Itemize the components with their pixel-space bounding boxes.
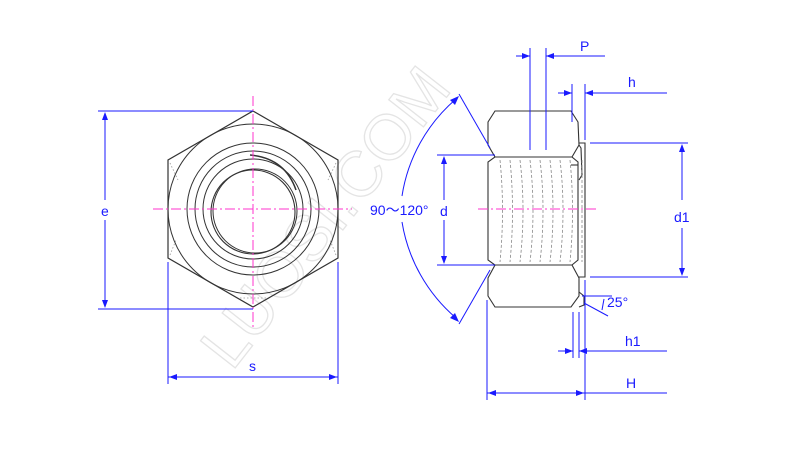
thread-start-mark [249, 154, 297, 191]
label-h: h [628, 74, 636, 90]
label-p: P [580, 38, 589, 54]
label-collar-angle: 25° [607, 294, 628, 310]
dimension-total-height [486, 280, 667, 400]
label-chamfer-angle: 90～120° [370, 202, 429, 218]
label-e: e [101, 203, 109, 219]
bottom-collar-lip [578, 291, 585, 308]
collar-lip [578, 144, 583, 181]
dimension-h1 [558, 312, 667, 358]
dimension-h [558, 84, 667, 140]
dimension-collar-angle [582, 295, 612, 317]
dimension-e [98, 110, 253, 310]
label-d: d [440, 203, 448, 219]
thread-hidden-lines [499, 159, 583, 263]
dimension-d1 [590, 142, 688, 278]
top-chamfer-band [487, 110, 580, 308]
label-h1: h1 [625, 333, 641, 349]
thread-circle [212, 168, 298, 254]
collar-outline [579, 142, 586, 278]
label-s: s [249, 358, 256, 374]
dimension-s [167, 262, 339, 384]
dimension-d [437, 154, 495, 266]
side-view [487, 110, 586, 308]
dimension-p [516, 48, 605, 150]
corner-hidden-lines [169, 162, 337, 299]
dimension-chamfer-angle [401, 93, 491, 325]
label-total-height: H [626, 375, 636, 391]
front-view [153, 96, 352, 328]
label-d1: d1 [674, 209, 690, 225]
